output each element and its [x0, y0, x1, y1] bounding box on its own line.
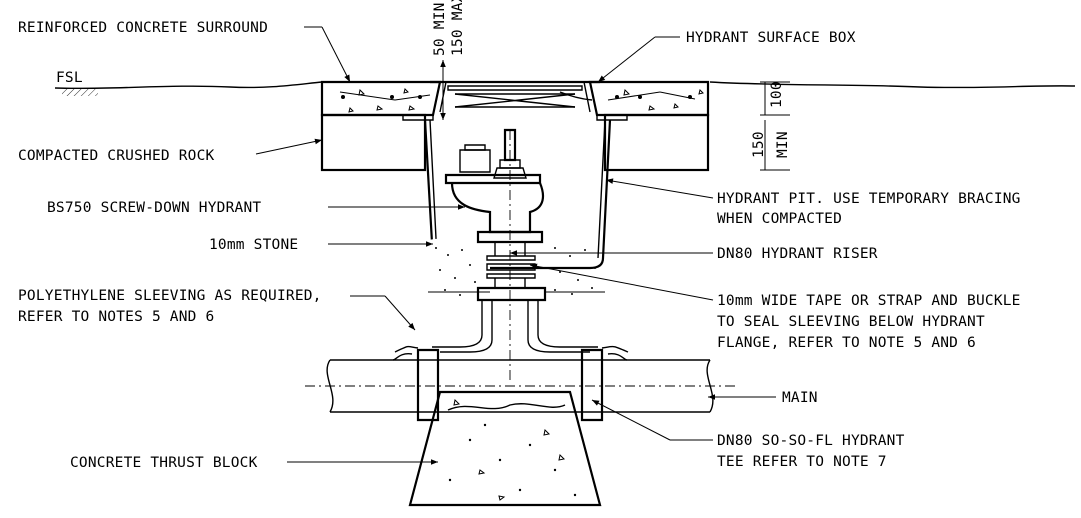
stone-texture — [435, 247, 596, 296]
label-concrete-surround: REINFORCED CONCRETE SURROUND — [18, 20, 268, 36]
concrete-surround-left — [320, 80, 442, 117]
label-tape-line1: 10mm WIDE TAPE OR STRAP AND BUCKLE — [717, 293, 1021, 309]
crushed-rock-left — [320, 113, 427, 172]
label-stone: 10mm STONE — [209, 237, 298, 253]
label-pit-line1: HYDRANT PIT. USE TEMPORARY BRACING — [717, 191, 1021, 207]
leader-lines — [255, 26, 776, 465]
thrust-block — [408, 390, 602, 507]
label-tape-line3: FLANGE, REFER TO NOTE 5 AND 6 — [717, 335, 976, 351]
label-tee-line1: DN80 SO-SO-FL HYDRANT — [717, 433, 905, 449]
label-dim-150-max: 150 MAX — [450, 0, 466, 56]
label-surface-box: HYDRANT SURFACE BOX — [686, 30, 856, 46]
surface-box — [402, 80, 628, 121]
label-riser: DN80 HYDRANT RISER — [717, 246, 878, 262]
ground-line — [54, 81, 1076, 96]
concrete-surround-right — [588, 80, 710, 117]
label-dim-150: 150 — [751, 131, 767, 158]
soil-hatch — [62, 89, 98, 96]
hydrant-tee — [392, 345, 629, 422]
label-crushed-rock: COMPACTED CRUSHED ROCK — [18, 148, 215, 164]
label-hydrant: BS750 SCREW-DOWN HYDRANT — [47, 200, 261, 216]
label-pit-line2: WHEN COMPACTED — [717, 211, 842, 227]
label-tape-line2: TO SEAL SLEEVING BELOW HYDRANT — [717, 314, 985, 330]
label-thrust-block: CONCRETE THRUST BLOCK — [70, 455, 258, 471]
label-fsl: FSL — [56, 70, 83, 86]
label-dim-min: MIN — [775, 131, 791, 158]
label-sleeving-line1: POLYETHYLENE SLEEVING AS REQUIRED, — [18, 288, 322, 304]
label-dim-50-min: 50 MIN — [432, 2, 448, 56]
hydrant-body — [444, 128, 545, 244]
label-dim-100: 100 — [769, 81, 785, 108]
label-tee-line2: TEE REFER TO NOTE 7 — [717, 454, 887, 470]
dimension-100 — [760, 81, 790, 116]
stone-bed — [428, 238, 605, 300]
label-main: MAIN — [782, 390, 818, 406]
hydrant-riser — [476, 242, 547, 302]
crushed-rock-right — [603, 113, 710, 172]
dimension-150-min — [760, 120, 790, 171]
label-sleeving-line2: REFER TO NOTES 5 AND 6 — [18, 309, 214, 325]
